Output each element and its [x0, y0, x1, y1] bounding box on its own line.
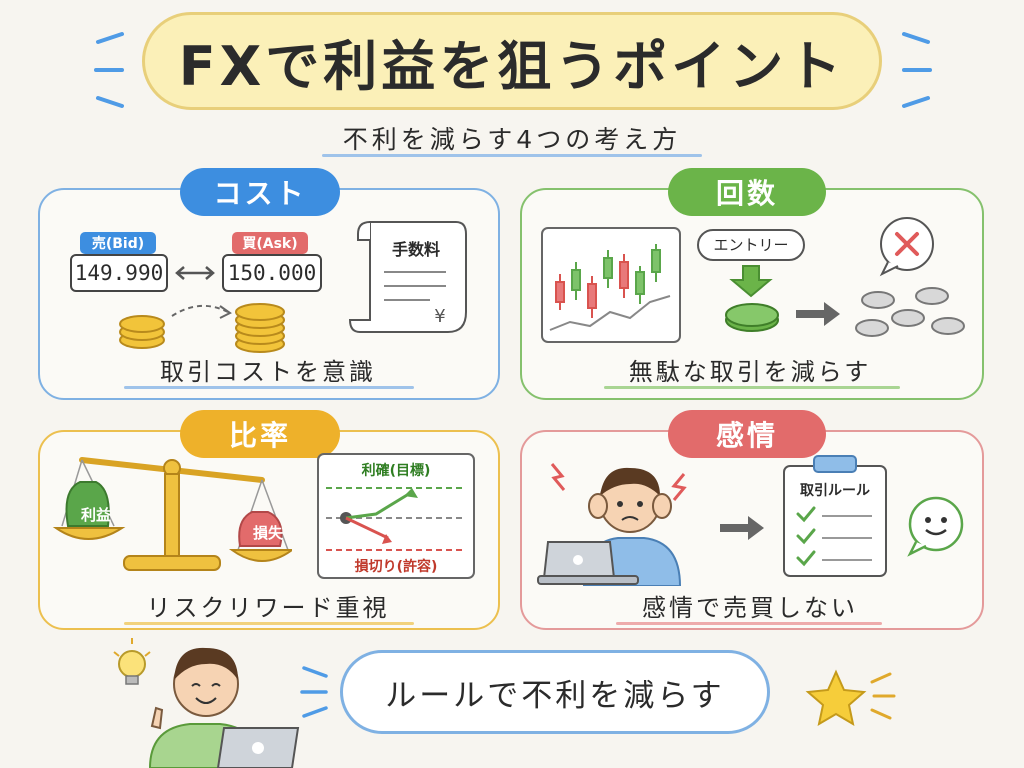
cost-label: コスト [180, 168, 340, 216]
ratio-caption: リスクリワード重視 [146, 593, 390, 622]
down-arrow-icon [729, 265, 773, 298]
balance-scale-icon [52, 457, 292, 571]
cost-caption: 取引コストを意識 [160, 357, 376, 386]
arrow-right-icon [796, 302, 840, 326]
yen-icon: ¥ [434, 306, 446, 327]
rules-label: 取引ルール [800, 483, 870, 499]
bid-value: 149.990 [70, 254, 168, 292]
slogan-decoration-left [300, 666, 328, 718]
star-icon [805, 669, 896, 727]
slogan-text: ルールで不利を減らす [385, 677, 725, 714]
page-subtitle: 不利を減らす4つの考え方 [342, 125, 682, 154]
title-decoration-right [902, 32, 932, 108]
ratio-caption-underline [124, 622, 414, 625]
slogan-banner: ルールで不利を減らす [340, 650, 770, 734]
loss-bag-label: 損失 [252, 524, 283, 542]
receipt-icon [348, 221, 467, 333]
emotion-caption: 感情で売買しない [642, 593, 858, 622]
fee-label: 手数料 [391, 240, 440, 259]
profit-bag-label: 利益 [80, 506, 111, 524]
frequency-caption: 無駄な取引を減らす [628, 357, 872, 386]
stressed-trader-illustration [537, 463, 687, 586]
smiley-icon [907, 496, 964, 557]
bid-label: 売(Bid) [80, 232, 156, 254]
title-decoration-left [94, 32, 124, 108]
entry-bubble [697, 229, 805, 261]
frequency-caption-underline [604, 386, 900, 389]
frequency-label: 回数 [668, 168, 826, 216]
ask-label: 買(Ask) [232, 232, 308, 254]
arrow-right-icon-2 [720, 516, 764, 540]
exchange-arrow-icon [175, 266, 215, 280]
single-coin-icon [725, 303, 779, 332]
coins-icon [119, 303, 285, 353]
stop-loss-label: 損切り(許容) [354, 559, 438, 575]
gray-coins-icon [855, 287, 965, 337]
subtitle-underline [322, 154, 702, 157]
take-profit-label: 利確(目標) [361, 463, 431, 479]
cross-icon [879, 217, 934, 277]
emotion-caption-underline [616, 622, 882, 625]
candlestick-chart-icon [541, 227, 681, 343]
page-title: FXで利益を狙うポイント [178, 34, 846, 98]
cost-caption-underline [124, 386, 414, 389]
ask-value: 150.000 [222, 254, 322, 292]
title-banner: FXで利益を狙うポイント [142, 12, 882, 110]
emotion-label: 感情 [668, 410, 826, 458]
risk-reward-chart [317, 453, 475, 579]
ratio-label: 比率 [180, 410, 340, 458]
clipboard-icon [783, 455, 887, 577]
happy-person-illustration [113, 638, 300, 768]
entry-label: エントリー [713, 236, 789, 254]
